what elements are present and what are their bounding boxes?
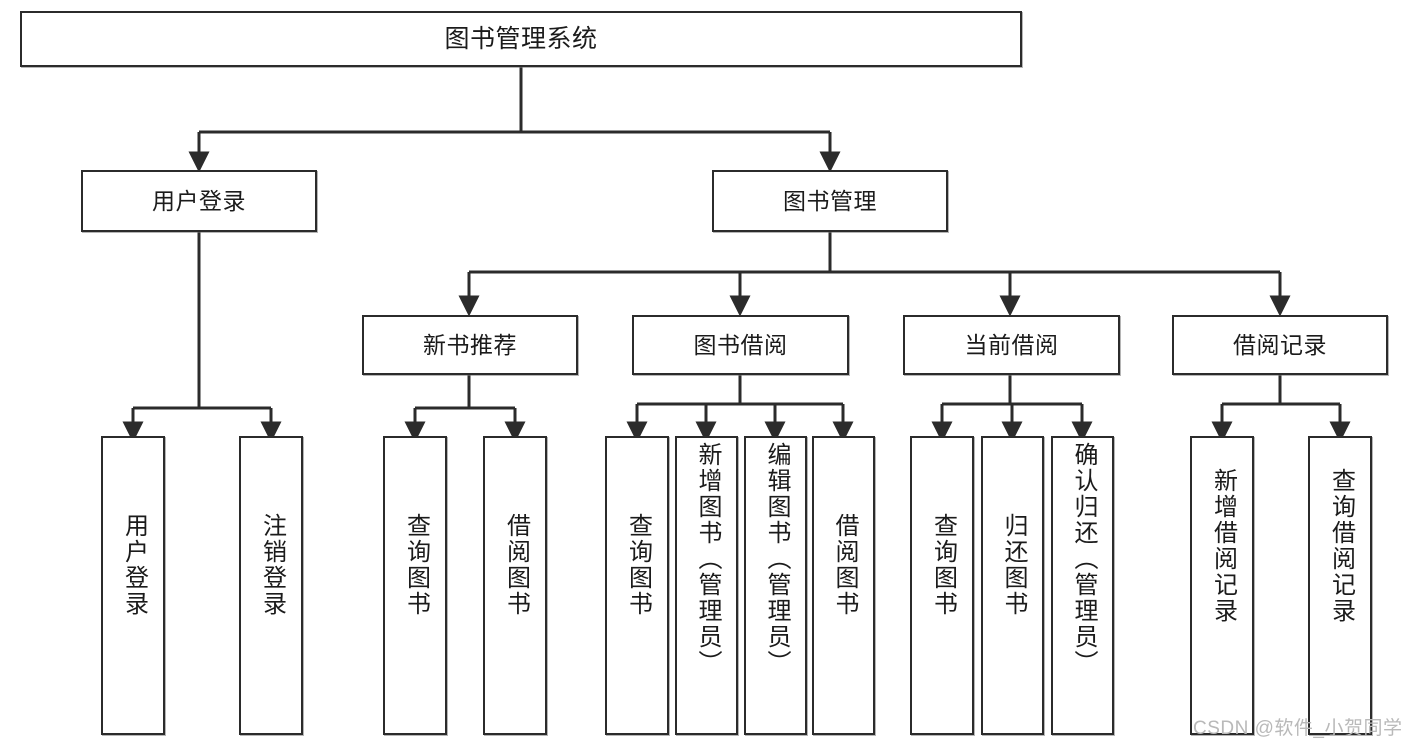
- node-leaf-query-book-3[interactable]: 查询图书: [910, 436, 974, 735]
- node-leaf-add-record-label: 新增借阅记录: [1209, 468, 1237, 624]
- node-leaf-add-book[interactable]: 新增图书（管理员）: [675, 436, 738, 735]
- node-leaf-edit-book-label: 编辑图书（管理员）: [762, 442, 790, 676]
- node-leaf-confirm-return-label: 确认归还（管理员）: [1069, 442, 1097, 676]
- node-leaf-logout[interactable]: 注销登录: [239, 436, 303, 735]
- node-book-borrow[interactable]: 图书借阅: [632, 315, 849, 375]
- node-borrow-record[interactable]: 借阅记录: [1172, 315, 1388, 375]
- node-leaf-edit-book[interactable]: 编辑图书（管理员）: [744, 436, 807, 735]
- node-leaf-user-login-label: 用户登录: [120, 513, 148, 617]
- node-leaf-borrow-book-1[interactable]: 借阅图书: [483, 436, 547, 735]
- node-leaf-logout-label: 注销登录: [258, 513, 286, 617]
- node-leaf-query-book-1-label: 查询图书: [402, 513, 430, 617]
- node-leaf-add-book-label: 新增图书（管理员）: [693, 442, 721, 676]
- node-leaf-borrow-book-2[interactable]: 借阅图书: [812, 436, 875, 735]
- node-user-login[interactable]: 用户登录: [81, 170, 317, 232]
- node-leaf-borrow-book-2-label: 借阅图书: [830, 513, 858, 617]
- node-leaf-query-record[interactable]: 查询借阅记录: [1308, 436, 1372, 735]
- node-leaf-query-book-2[interactable]: 查询图书: [605, 436, 669, 735]
- node-root[interactable]: 图书管理系统: [20, 11, 1022, 67]
- node-user-login-label: 用户登录: [152, 187, 246, 214]
- node-book-manage[interactable]: 图书管理: [712, 170, 948, 232]
- node-book-manage-label: 图书管理: [783, 187, 877, 214]
- node-leaf-return-book[interactable]: 归还图书: [981, 436, 1044, 735]
- node-leaf-user-login[interactable]: 用户登录: [101, 436, 165, 735]
- node-leaf-return-book-label: 归还图书: [999, 513, 1027, 617]
- node-leaf-query-book-1[interactable]: 查询图书: [383, 436, 447, 735]
- node-book-borrow-label: 图书借阅: [693, 331, 788, 358]
- node-leaf-query-book-3-label: 查询图书: [929, 513, 957, 617]
- node-leaf-query-record-label: 查询借阅记录: [1327, 468, 1355, 624]
- node-leaf-borrow-book-1-label: 借阅图书: [502, 513, 530, 617]
- node-leaf-query-book-2-label: 查询图书: [624, 513, 652, 617]
- node-leaf-add-record[interactable]: 新增借阅记录: [1190, 436, 1254, 735]
- node-new-book-rec[interactable]: 新书推荐: [362, 315, 578, 375]
- node-current-borrow-label: 当前借阅: [964, 331, 1059, 358]
- watermark: CSDN @软件_小贺同学: [1193, 718, 1403, 739]
- node-leaf-confirm-return[interactable]: 确认归还（管理员）: [1051, 436, 1114, 735]
- node-root-label: 图书管理系统: [444, 24, 598, 53]
- node-current-borrow[interactable]: 当前借阅: [903, 315, 1120, 375]
- node-borrow-record-label: 借阅记录: [1233, 331, 1327, 358]
- node-new-book-rec-label: 新书推荐: [423, 331, 517, 358]
